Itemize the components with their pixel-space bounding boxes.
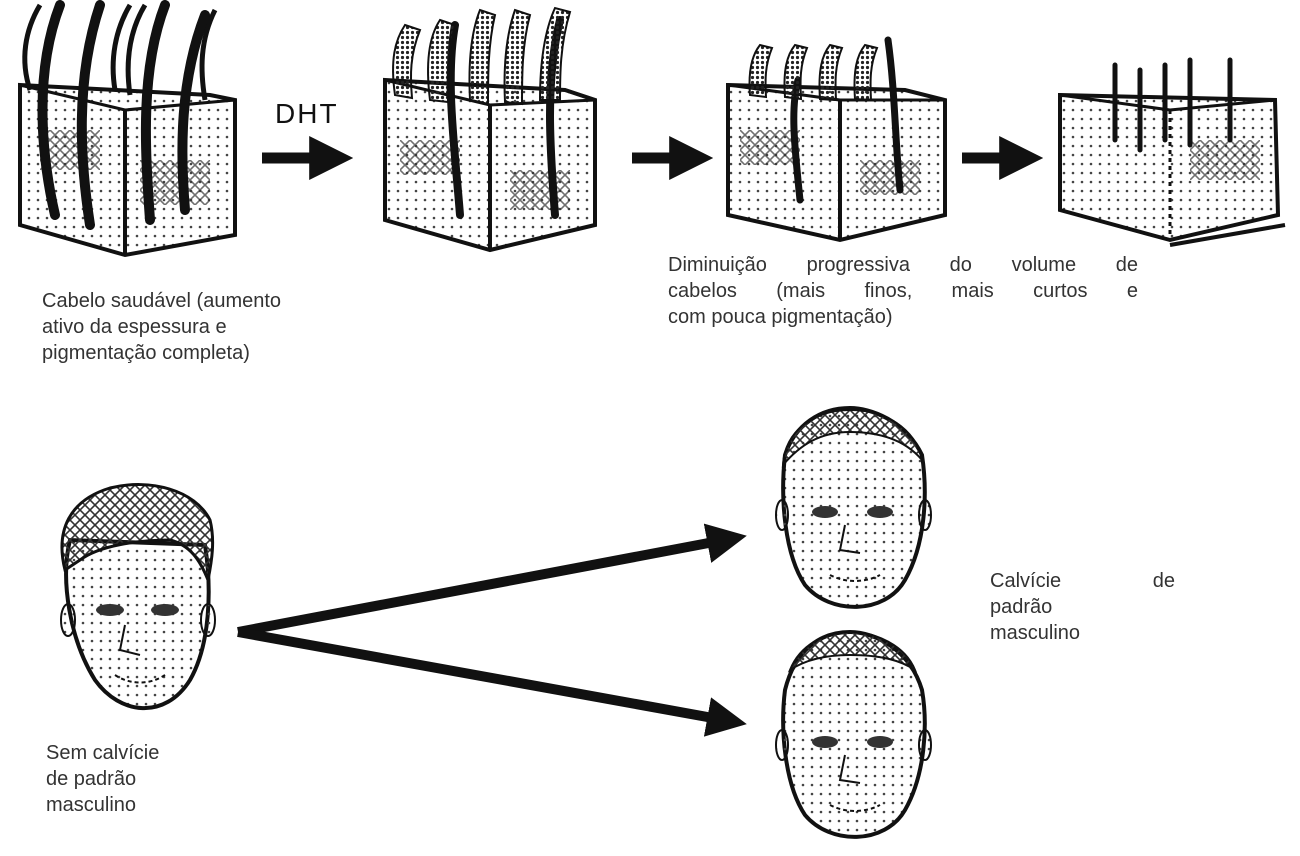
caption-line: com pouca pigmentação)	[668, 306, 893, 328]
caption-line: padrão	[990, 596, 1053, 618]
caption-line: Sem calvície	[46, 742, 160, 764]
face-not-balding	[60, 483, 216, 711]
face-balding-receding	[775, 405, 932, 609]
caption-line: masculino	[46, 794, 137, 816]
caption-line: Diminuição progressiva do volume de	[668, 254, 1138, 276]
caption-no-baldness: Sem calvície de padrão masculino	[46, 740, 226, 818]
caption-line: pigmentação completa)	[42, 342, 250, 364]
caption-healthy-hair: Cabelo saudável (aumento ativo da espess…	[42, 288, 362, 366]
caption-word: de	[1152, 570, 1175, 592]
caption-line: Cabelo saudável (aumento	[42, 290, 282, 312]
caption-progressive-diminution: Diminuição progressiva do volume de cabe…	[668, 252, 1138, 330]
caption-line: cabelos (mais finos, mais curtos e	[668, 280, 1138, 302]
caption-line: de padrão	[46, 768, 137, 790]
caption-word: Calvície	[990, 570, 1062, 592]
caption-line: masculino	[990, 622, 1081, 644]
face-balding-crown	[775, 629, 932, 839]
skin-block-miniaturized	[1058, 57, 1286, 247]
diverging-arrows	[237, 523, 747, 737]
dht-label: DHT	[275, 98, 339, 129]
skin-block-dht	[383, 6, 597, 253]
caption-line: ativo da espessura e	[42, 316, 227, 338]
skin-block-thinning	[726, 36, 947, 243]
caption-male-pattern-baldness: Calvície de padrão masculino	[990, 568, 1175, 646]
skin-block-healthy	[18, 0, 237, 258]
